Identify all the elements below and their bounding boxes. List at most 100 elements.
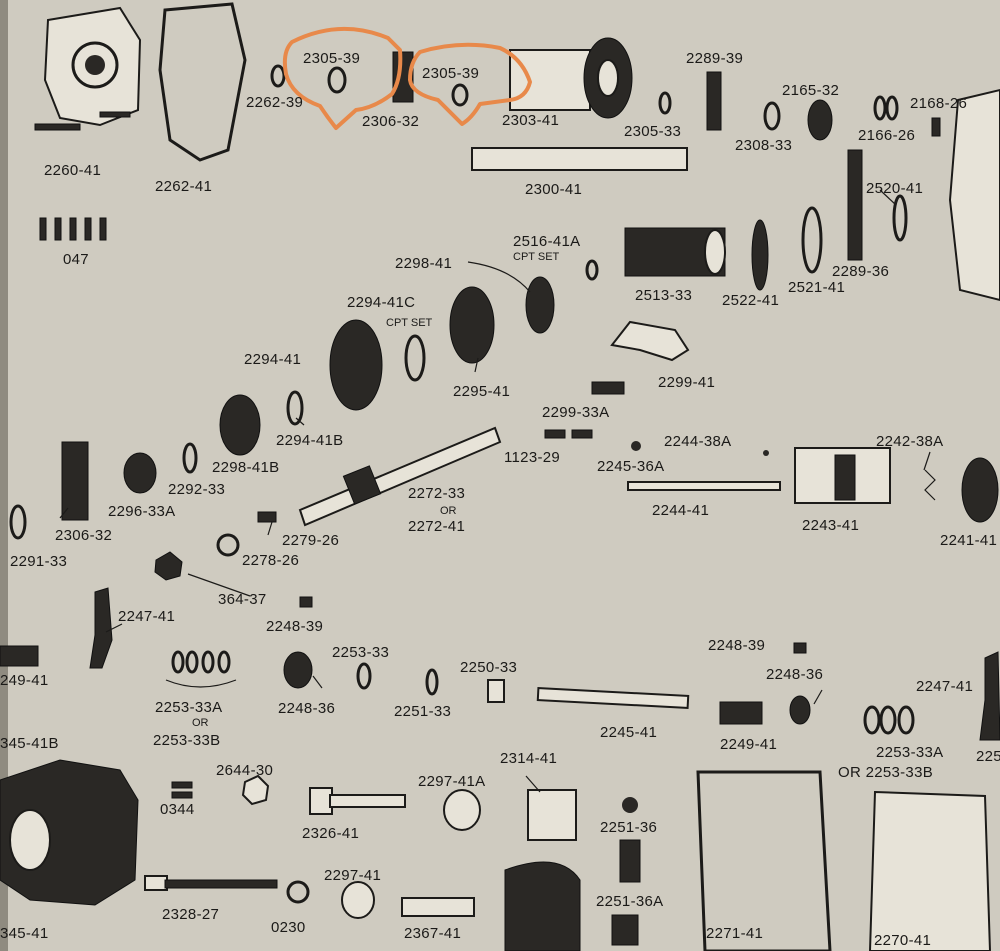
label-2247-41-left: 2247-41 (118, 608, 175, 625)
label-2326-41: 2326-41 (302, 825, 359, 842)
label-2296-33A: 2296-33A (108, 503, 175, 520)
part-2248-36-b (789, 695, 811, 725)
label-2297-41A: 2297-41A (418, 773, 485, 790)
label-2305-39-a: 2305-39 (303, 50, 360, 67)
label-2300-41: 2300-41 (525, 181, 582, 198)
label-2248-39-a: 2248-39 (266, 618, 323, 635)
part-0230-washer (286, 880, 310, 904)
part-2249-41-left (0, 645, 39, 667)
label-0344: 0344 (160, 801, 195, 818)
label-2328-27: 2328-27 (162, 906, 219, 923)
label-2260-41: 2260-41 (44, 162, 101, 179)
label-2289-36: 2289-36 (832, 263, 889, 280)
label-cpt-set-1: CPT SET (513, 251, 560, 263)
part-2298-41 (525, 276, 555, 334)
label-2306-32-top: 2306-32 (362, 113, 419, 130)
part-2295-41-gear (449, 286, 495, 364)
part-2253-33-ring (356, 662, 372, 690)
part-2305-33-washer (658, 91, 672, 115)
part-364-37-nut (154, 551, 183, 581)
part-2314-41-bushing (527, 789, 577, 841)
part-2244-38A (763, 450, 769, 456)
part-2247-41-fork-left (89, 587, 113, 669)
part-2289-39-spring (706, 71, 722, 131)
label-2248-36-b: 2248-36 (766, 666, 823, 683)
label-2242-38A: 2242-38A (876, 433, 943, 450)
part-2516-41A-washer (585, 259, 599, 281)
part-2244-41-rod (627, 481, 781, 491)
part-2241-41 (961, 457, 999, 523)
part-2279-26 (257, 511, 277, 523)
label-2243-41: 2243-41 (802, 517, 859, 534)
label-2644-30: 2644-30 (216, 762, 273, 779)
part-labels: 2260-41 2262-41 2262-39 2305-39 2305-39 … (0, 50, 1000, 949)
part-2253-33A-rings-right (863, 705, 915, 735)
part-2251-33-clip (425, 668, 439, 696)
label-2166-26: 2166-26 (858, 127, 915, 144)
label-2270-41: 2270-41 (874, 932, 931, 949)
label-2241-41: 2241-41 (940, 532, 997, 549)
part-2271-41-gasket (696, 770, 832, 951)
part-2305-39-washer-b (451, 83, 469, 107)
label-2250-33: 2250-33 (460, 659, 517, 676)
label-364-37: 364-37 (218, 591, 267, 608)
label-345-41B: 345-41B (0, 735, 59, 752)
label-2295-41: 2295-41 (453, 383, 510, 400)
part-2250-33 (487, 679, 505, 703)
label-2165-32: 2165-32 (782, 82, 839, 99)
label-2168-26: 2168-26 (910, 95, 967, 112)
part-2644-30-nut (241, 774, 270, 806)
part-2251-36A-plug (611, 914, 639, 946)
part-2297-41A-bushing (443, 789, 481, 831)
label-2279-26: 2279-26 (282, 532, 339, 549)
label-2306-32-mid: 2306-32 (55, 527, 112, 544)
label-2289-39: 2289-39 (686, 50, 743, 67)
part-047-screws (39, 217, 107, 241)
part-2305-39-washer-a (327, 66, 347, 94)
part-2291-33-ring (9, 504, 27, 540)
part-2168-26 (931, 117, 941, 137)
label-0230: 0230 (271, 919, 306, 936)
part-2272-33-shaft (298, 426, 502, 527)
part-2166-26-ring-2 (885, 95, 899, 121)
label-2253-33A-right: 2253-33A (876, 744, 943, 761)
part-345-41B-bore (9, 809, 51, 871)
label-2292-33: 2292-33 (168, 481, 225, 498)
label-2245-36A: 2245-36A (597, 458, 664, 475)
part-2306-32-spring-top (392, 51, 414, 103)
label-2299-41: 2299-41 (658, 374, 715, 391)
part-2297-41 (341, 881, 375, 919)
part-2253-33A-rings (165, 650, 237, 688)
label-2253-33B-left: 2253-33B (153, 732, 220, 749)
label-2278-26: 2278-26 (242, 552, 299, 569)
part-2300-41-shaft (471, 147, 688, 171)
part-2249-41 (719, 701, 763, 725)
label-2244-41: 2244-41 (652, 502, 709, 519)
label-2299-33A: 2299-33A (542, 404, 609, 421)
part-2262-41-gasket (158, 2, 247, 162)
part-2247-41-fork-right (979, 651, 1000, 741)
part-2294-41B-ring (286, 390, 304, 426)
label-2251-36: 2251-36 (600, 819, 657, 836)
label-cpt-set-2: CPT SET (386, 317, 433, 329)
label-2308-33: 2308-33 (735, 137, 792, 154)
part-2242-38A-clip (924, 469, 936, 501)
label-2271-41: 2271-41 (706, 925, 763, 942)
label-249-41-left: 249-41 (0, 672, 49, 689)
part-2292-33-ring (182, 442, 198, 474)
part-2303-41-gear-cluster (509, 37, 633, 119)
label-2245-41: 2245-41 (600, 724, 657, 741)
leader-lines (59, 189, 931, 793)
label-2262-39: 2262-39 (246, 94, 303, 111)
label-2513-33: 2513-33 (635, 287, 692, 304)
label-2244-38A: 2244-38A (664, 433, 731, 450)
part-2270-41-cover (868, 790, 992, 951)
part-2294-41-gear (329, 319, 383, 411)
part-2248-39-a (299, 596, 313, 608)
label-2253-33: 2253-33 (332, 644, 389, 661)
part-2166-26-ring (873, 95, 887, 121)
part-2296-33A (123, 452, 157, 494)
label-2298-41: 2298-41 (395, 255, 452, 272)
part-2306-32-spring-mid (61, 441, 89, 521)
